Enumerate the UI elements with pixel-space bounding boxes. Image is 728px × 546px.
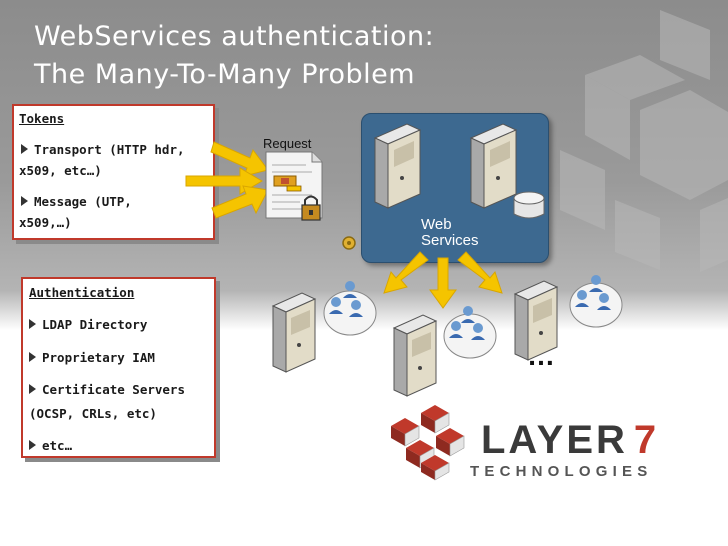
layer7-logo-subtitle: TECHNOLOGIES: [470, 463, 653, 480]
user-group-1-icon: [323, 281, 377, 336]
auth-item-cert-line2: (OCSP, CRLs, etc): [29, 406, 157, 421]
logo-main: LAYER: [481, 418, 628, 462]
auth-server-3-icon: [513, 280, 559, 361]
request-label: Request: [263, 136, 312, 151]
logo-number: 7: [633, 418, 660, 462]
auth-item-cert-line1: Certificate Servers: [42, 382, 185, 397]
tokens-item-transport-line2: x509, etc…): [19, 163, 102, 178]
ws-server-1-icon: [373, 123, 422, 209]
token-arrow-top: [210, 141, 269, 177]
auth-item-ldap: LDAP Directory: [29, 316, 185, 333]
connector-node-icon: [342, 236, 356, 250]
bullet-arrow-icon: [29, 352, 36, 362]
tokens-item-message: Message (UTP,: [19, 193, 185, 210]
tokens-heading: Tokens: [19, 111, 65, 126]
bullet-arrow-icon: [21, 144, 28, 154]
tokens-item-transport-line1: Transport (HTTP hdr,: [34, 142, 185, 157]
title-line-2: The Many-To-Many Problem: [34, 59, 416, 90]
auth-server-2-icon: [392, 314, 438, 397]
title-line-1: WebServices authentication:: [34, 21, 435, 52]
tokens-item-transport: Transport (HTTP hdr,: [19, 141, 185, 158]
bullet-arrow-icon: [29, 440, 36, 450]
auth-item-etc-label: etc…: [42, 438, 73, 453]
decorative-cube-pattern: [560, 10, 728, 272]
web-services-label-line1: Web: [421, 216, 452, 233]
bullet-arrow-icon: [21, 196, 28, 206]
auth-server-1-icon: [271, 292, 317, 373]
database-icon: [513, 191, 545, 219]
auth-item-iam: Proprietary IAM: [29, 349, 185, 366]
auth-arrow-right: [457, 251, 503, 294]
ws-server-2-icon: [469, 123, 518, 209]
page-title: WebServices authentication: The Many-To-…: [34, 18, 434, 94]
tokens-box: Tokens Transport (HTTP hdr, x509, etc…) …: [12, 104, 215, 240]
request-document-icon: [265, 151, 323, 219]
bullet-arrow-icon: [29, 319, 36, 329]
auth-arrow-left: [383, 251, 429, 294]
auth-item-ldap-label: LDAP Directory: [42, 317, 148, 332]
padlock-icon: [301, 195, 321, 221]
auth-item-etc: etc…: [29, 437, 185, 454]
user-group-2-icon: [443, 306, 497, 359]
authentication-box: Authentication LDAP Directory Proprietar…: [21, 277, 216, 458]
web-services-label: Web Services: [421, 217, 479, 249]
bullet-arrow-icon: [29, 384, 36, 394]
authentication-heading: Authentication: [29, 285, 135, 300]
more-servers-ellipsis: …: [527, 340, 555, 371]
tokens-item-message-line1: Message (UTP,: [34, 194, 132, 209]
auth-item-cert: Certificate Servers: [29, 381, 185, 398]
auth-item-iam-label: Proprietary IAM: [42, 350, 155, 365]
layer7-logo-icon: [391, 405, 465, 481]
tokens-item-message-line2: x509,…): [19, 215, 72, 230]
web-services-label-line2: Services: [421, 232, 479, 249]
auth-arrow-center: [429, 257, 457, 309]
token-arrow-bottom: [211, 185, 269, 219]
user-group-3-icon: [569, 275, 623, 328]
